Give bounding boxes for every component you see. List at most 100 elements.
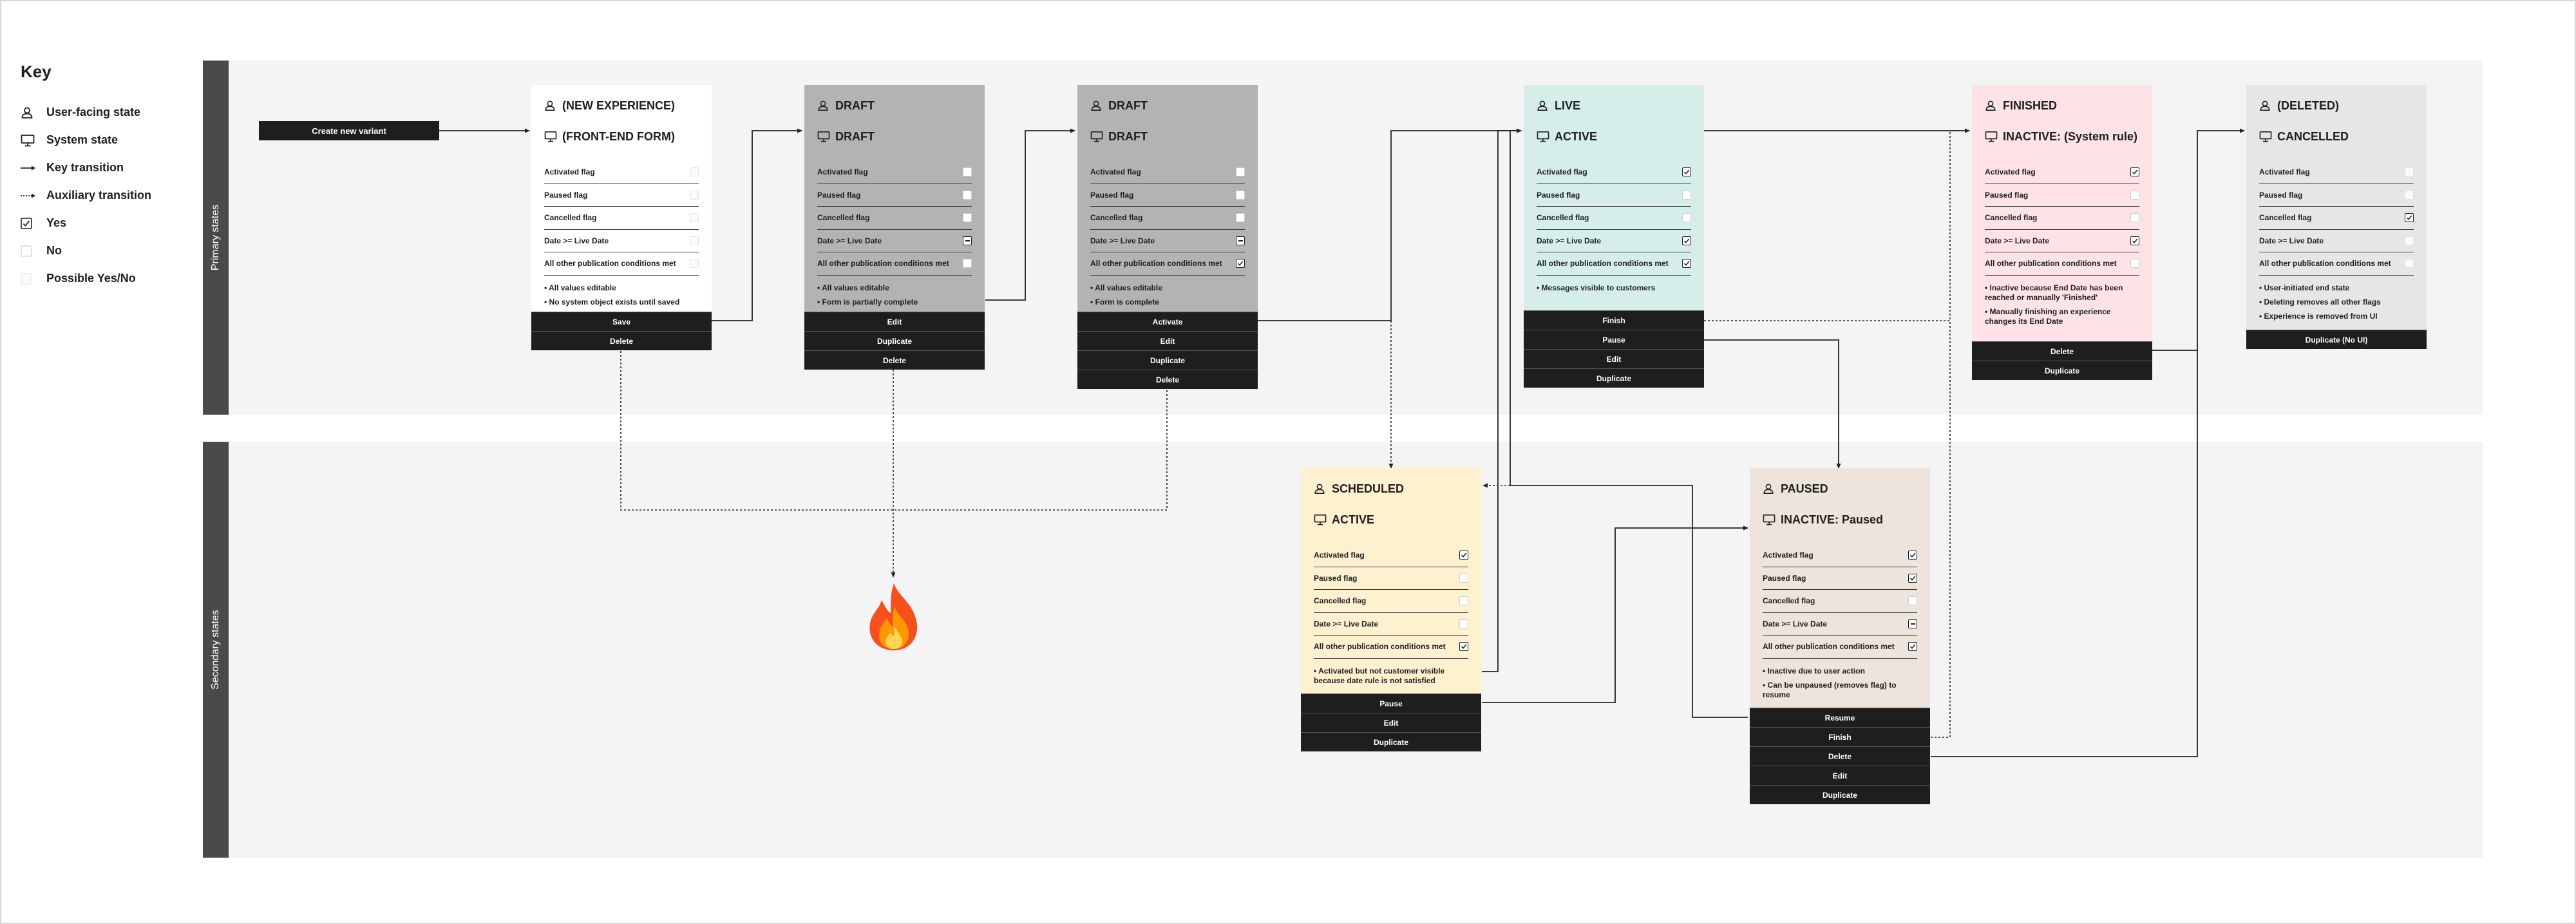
system-state-label: DRAFT (1108, 129, 1148, 143)
system-state-label: INACTIVE: Paused (1781, 513, 1884, 526)
delete-button[interactable]: Delete (1972, 341, 2152, 361)
monitor-icon (1537, 131, 1555, 142)
flag-row: Date >= Live Date (1314, 613, 1468, 636)
create-new-variant-button[interactable]: Create new variant (259, 121, 439, 140)
user-state-header: DRAFT (817, 98, 972, 113)
flag-label: Date >= Live Date (544, 236, 609, 245)
legend-label: User-facing state (46, 106, 141, 118)
note-text: • Deleting removes all other flags (2259, 297, 2381, 306)
flag-row: Date >= Live Date (1763, 613, 1917, 636)
user-state-label: SCHEDULED (1332, 482, 1405, 495)
legend-label: Yes (46, 216, 67, 229)
edit-button[interactable]: Edit (1301, 713, 1481, 732)
user-icon (1314, 483, 1332, 495)
user-state-header: DRAFT (1090, 98, 1245, 113)
action-buttons: Duplicate (No UI) (2246, 330, 2427, 349)
user-state-label: (DELETED) (2277, 99, 2339, 112)
finish-button[interactable]: Finish (1524, 310, 1704, 330)
empty-box-icon (1459, 619, 1468, 628)
duplicate-button[interactable]: Duplicate (804, 331, 985, 350)
user-state-header: LIVE (1537, 98, 1691, 113)
flag-label: Activated flag (2259, 167, 2310, 177)
arrow-scheduled-pause-to-paused (1482, 525, 1748, 703)
duplicate-button[interactable]: Duplicate (1972, 361, 2152, 380)
flag-row: Date >= Live Date (1985, 230, 2139, 252)
flag-row: Cancelled flag (1985, 207, 2139, 230)
checked-box-icon (1682, 259, 1691, 269)
faint-box-icon (2405, 259, 2414, 269)
flag-label: Activated flag (1763, 551, 1814, 560)
flag-row: Cancelled flag (817, 207, 972, 230)
note-text: • Messages visible to customers (1537, 283, 1656, 292)
checked-box-icon (21, 217, 46, 229)
note-text: • All values editable (817, 283, 889, 292)
faint-box-icon (690, 259, 699, 269)
card-notes: • User-initiated end state• Deleting rem… (2259, 276, 2414, 321)
state-card-new-experience: (NEW EXPERIENCE)(FRONT-END FORM)Activate… (531, 85, 712, 350)
flag-row: All other publication conditions met (1090, 252, 1245, 276)
checked-box-icon (2130, 167, 2139, 177)
monitor-icon (21, 134, 46, 147)
system-state-label: ACTIVE (1332, 513, 1375, 526)
delete-button[interactable]: Delete (804, 350, 985, 370)
checked-box-icon (1908, 642, 1917, 652)
partial-box-icon (963, 236, 972, 245)
duplicate-button[interactable]: Duplicate (1077, 350, 1258, 370)
delete-button[interactable]: Delete (1750, 746, 1930, 766)
note-text: • Manually finishing an experience chang… (1985, 306, 2111, 326)
user-state-label: DRAFT (835, 99, 875, 112)
empty-box-icon (963, 167, 972, 177)
monitor-icon (1314, 514, 1332, 525)
delete-button[interactable]: Delete (531, 331, 712, 350)
flag-row: Paused flag (1985, 184, 2139, 207)
checked-box-icon (1459, 551, 1468, 560)
arrow-aux-live-finish-to-finished (1704, 128, 1970, 321)
system-state-label: CANCELLED (2277, 129, 2349, 143)
save-button[interactable]: Save (531, 312, 712, 331)
flag-row: Cancelled flag (1763, 590, 1917, 613)
card-notes: • Messages visible to customers (1537, 276, 1691, 293)
flag-row: All other publication conditions met (1537, 252, 1691, 276)
flag-row: Cancelled flag (544, 207, 699, 230)
edit-button[interactable]: Edit (1750, 766, 1930, 785)
card-notes: • All values editable• No system object … (544, 276, 699, 307)
user-icon (1763, 483, 1781, 495)
resume-button[interactable]: Resume (1750, 708, 1930, 727)
legend-label: No (46, 244, 62, 257)
duplicate-button[interactable]: Duplicate (1301, 732, 1481, 751)
note-text: • Form is partially complete (817, 297, 918, 306)
edit-button[interactable]: Edit (1077, 331, 1258, 350)
user-state-label: LIVE (1555, 99, 1581, 112)
edit-button[interactable]: Edit (804, 312, 985, 331)
finish-button[interactable]: Finish (1750, 727, 1930, 746)
user-icon (21, 106, 46, 119)
flag-row: Paused flag (2259, 184, 2414, 207)
flag-row: Paused flag (1537, 184, 1691, 207)
system-state-label: ACTIVE (1555, 129, 1598, 143)
user-state-header: PAUSED (1763, 481, 1917, 496)
pause-button[interactable]: Pause (1524, 330, 1704, 349)
faint-box-icon (690, 236, 699, 245)
pause-button[interactable]: Pause (1301, 693, 1481, 713)
duplicate-button[interactable]: Duplicate (1524, 368, 1704, 388)
faint-box-icon (21, 272, 46, 285)
activate-button[interactable]: Activate (1077, 312, 1258, 331)
edit-button[interactable]: Edit (1524, 349, 1704, 368)
flag-label: Date >= Live Date (1314, 619, 1379, 628)
partial-box-icon (1908, 619, 1917, 628)
empty-box-icon (1236, 190, 1245, 200)
flag-row: Paused flag (1314, 567, 1468, 590)
duplicate-no-ui-button[interactable]: Duplicate (No UI) (2246, 330, 2427, 349)
flag-label: Cancelled flag (544, 213, 597, 223)
flag-label: All other publication conditions met (1985, 259, 2117, 269)
flag-label: Date >= Live Date (1090, 236, 1155, 245)
duplicate-button[interactable]: Duplicate (1750, 785, 1930, 804)
dotted-arrow-icon (21, 193, 46, 199)
delete-button[interactable]: Delete (1077, 370, 1258, 389)
